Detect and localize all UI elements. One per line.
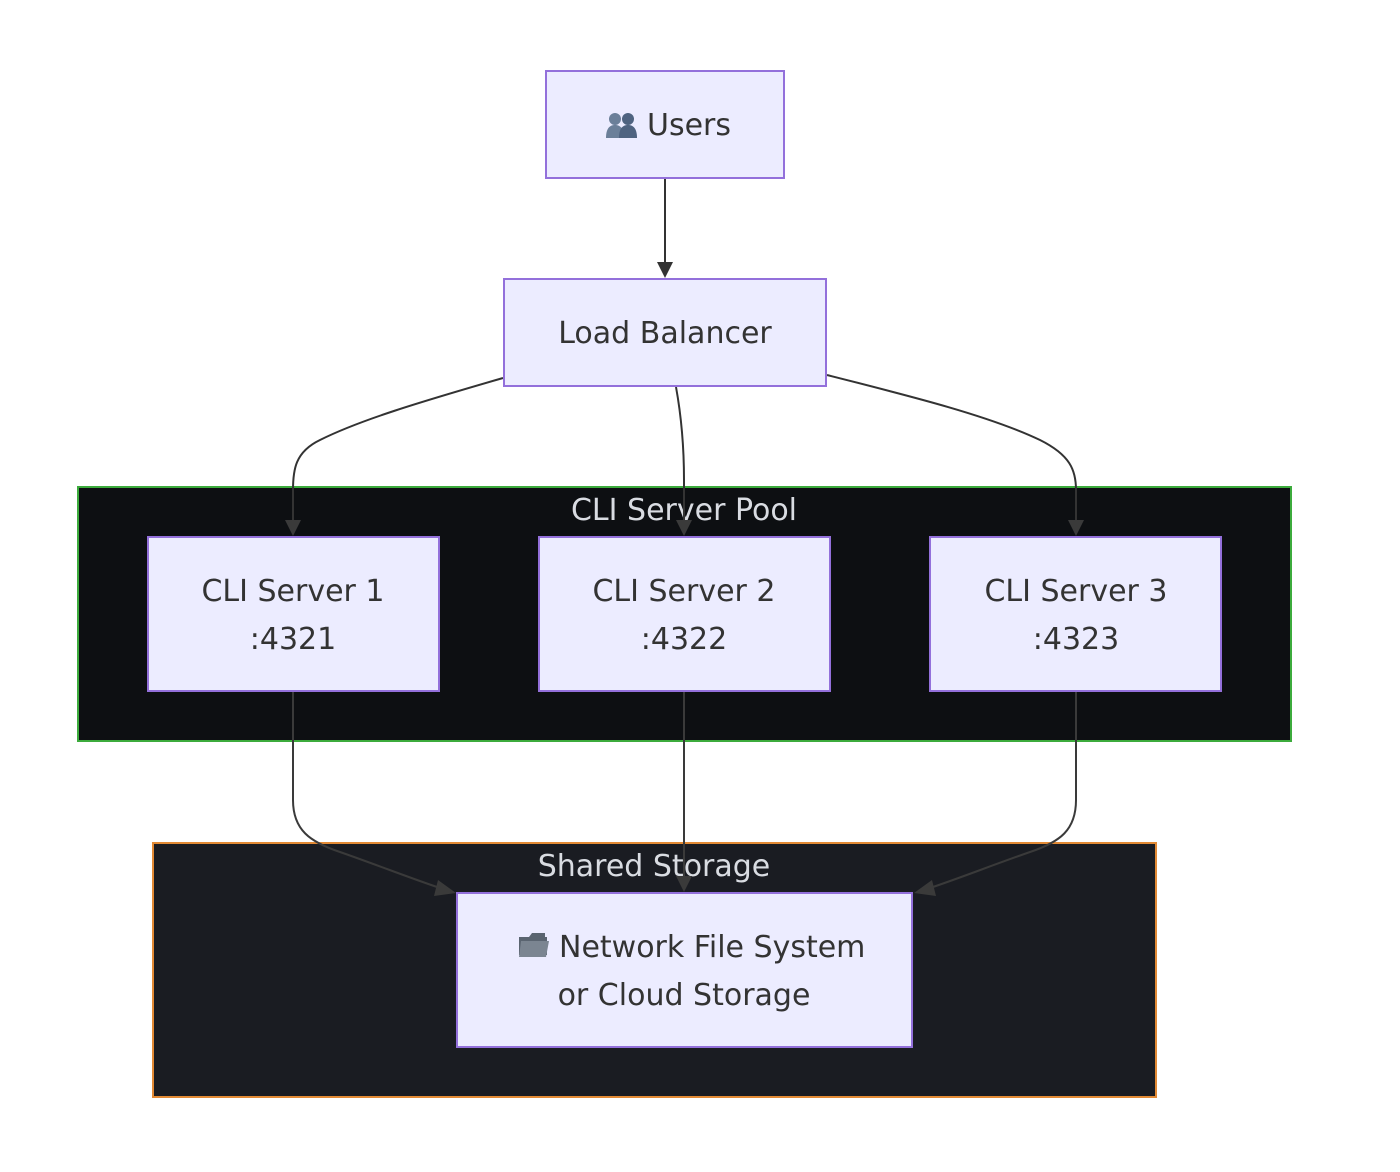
node-cli-server-1: CLI Server 1 :4321	[147, 536, 440, 692]
arrowhead-server2	[676, 520, 692, 536]
edge-load-balancer-to-server1	[292, 377, 504, 520]
edge-load-balancer-to-server2	[675, 386, 685, 520]
node-network-storage-box	[456, 892, 913, 1048]
users-icon	[606, 113, 637, 138]
edge-load-balancer-to-server3	[826, 374, 1077, 520]
arrowhead-storage-right	[914, 880, 936, 896]
node-cli-server-2-box	[538, 536, 831, 692]
node-users-box	[545, 70, 785, 179]
arrowhead-storage-left	[434, 880, 456, 896]
node-cli-server-1-name: CLI Server 1	[201, 574, 384, 609]
edge-server3-to-storage	[929, 692, 1077, 889]
node-cli-server-3-port: :4323	[1033, 622, 1119, 657]
arrowhead-load-balancer	[657, 262, 673, 278]
arrowhead-server3	[1068, 520, 1084, 536]
node-cli-server-1-box	[147, 536, 440, 692]
node-load-balancer: Load Balancer	[503, 278, 827, 387]
cluster-shared-storage-title: Shared Storage	[538, 849, 771, 884]
node-load-balancer-box	[503, 278, 827, 387]
node-cli-server-3: CLI Server 3 :4323	[929, 536, 1222, 692]
node-cli-server-3-box	[929, 536, 1222, 692]
node-load-balancer-label: Load Balancer	[558, 316, 772, 351]
node-network-storage: Network File System or Cloud Storage	[456, 892, 913, 1048]
node-network-storage-line1: Network File System	[559, 930, 865, 965]
node-cli-server-2-port: :4322	[641, 622, 727, 657]
edge-server1-to-storage	[292, 692, 441, 889]
folder-icon	[519, 933, 549, 957]
arrowhead-storage-center	[676, 876, 692, 892]
node-cli-server-3-name: CLI Server 3	[984, 574, 1167, 609]
node-network-storage-line2: or Cloud Storage	[558, 978, 811, 1013]
node-users-label: Users	[647, 108, 731, 143]
arrowhead-server1	[285, 520, 301, 536]
node-cli-server-2: CLI Server 2 :4322	[538, 536, 831, 692]
edges	[285, 179, 1084, 896]
node-cli-server-2-name: CLI Server 2	[592, 574, 775, 609]
node-users: Users	[545, 70, 785, 179]
node-cli-server-1-port: :4321	[250, 622, 336, 657]
